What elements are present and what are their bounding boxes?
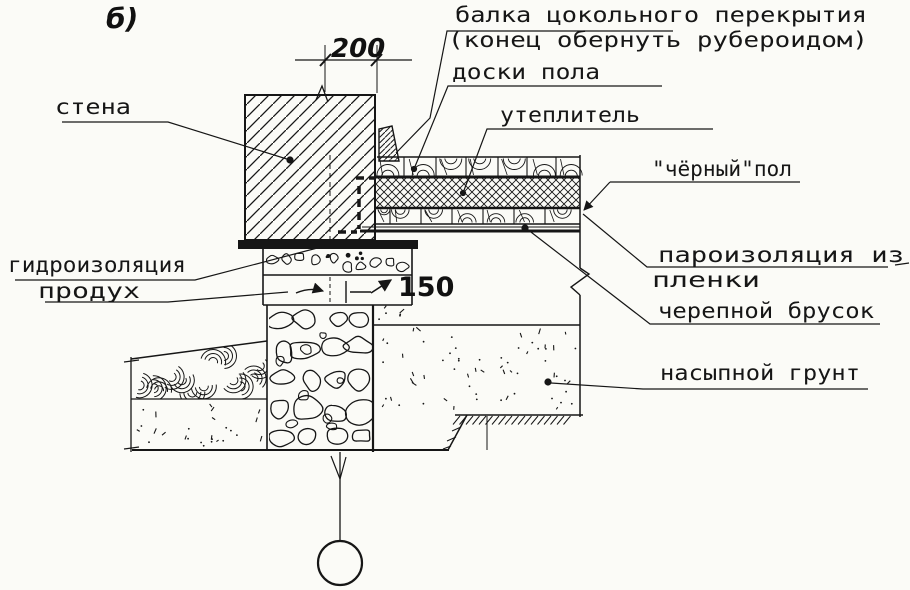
dim-150-text: 150 bbox=[398, 272, 454, 303]
label-doski-pola: доски пола bbox=[452, 60, 600, 84]
floor-boards-layer bbox=[376, 157, 583, 177]
insulation-layer bbox=[375, 178, 580, 208]
label-cherepnoy-brusok: черепной брусок bbox=[658, 299, 874, 323]
floor-assembly bbox=[360, 125, 583, 233]
vent-size-arrow bbox=[370, 279, 393, 294]
leader-doski bbox=[413, 85, 662, 170]
leader-cherepnoy bbox=[526, 228, 880, 325]
airflow-arrow bbox=[295, 282, 325, 294]
waterproofing-strip bbox=[238, 240, 418, 249]
skirting-wedge bbox=[378, 125, 400, 162]
label-produkh: продух bbox=[38, 279, 140, 303]
ground-surface-hatch bbox=[442, 415, 571, 450]
leader-balka bbox=[395, 30, 673, 154]
label-balka-line1: балка цокольного перекрытия bbox=[455, 3, 867, 27]
fill-soil-area bbox=[373, 305, 583, 451]
plinth-stone-band bbox=[266, 251, 410, 273]
dim-200-text: 200 bbox=[331, 34, 385, 64]
leader-paroizolyaciya bbox=[582, 213, 888, 268]
leader-uteplitel bbox=[462, 128, 713, 194]
label-paroizolyaciya-line2: пленки bbox=[652, 268, 760, 292]
left-ground-layers bbox=[123, 340, 268, 452]
leader-gidroizolyaciya bbox=[15, 245, 326, 281]
plinth-and-vent: 150 bbox=[238, 240, 454, 306]
callout-circle bbox=[316, 539, 364, 587]
leader-lines bbox=[15, 30, 910, 390]
detail-callout bbox=[316, 452, 364, 587]
subfloor-layer bbox=[377, 208, 572, 224]
leader-produkh bbox=[45, 291, 289, 303]
leader-nasypnoy bbox=[550, 382, 868, 390]
label-stena: стена bbox=[55, 95, 131, 119]
wall-section bbox=[244, 84, 376, 241]
label-cherny-pol: "чёрный"пол bbox=[652, 157, 792, 181]
label-paroizolyaciya-line1: пароизоляция из bbox=[658, 243, 904, 267]
label-uteplitel: утеплитель bbox=[500, 103, 640, 127]
figure-mark: б) bbox=[106, 2, 138, 35]
label-balka-line2: (конец обернуть рубероидом) bbox=[448, 28, 868, 52]
clay-layer bbox=[135, 343, 267, 399]
label-nasypnoy-grunt: насыпной грунт bbox=[660, 361, 860, 385]
beam-end-dashed-outline bbox=[329, 155, 374, 240]
rubble-foundation bbox=[132, 305, 449, 452]
dimension-200: 200 bbox=[295, 34, 412, 93]
label-gidroizolyaciya: гидроизоляция bbox=[8, 253, 186, 277]
sand-layer bbox=[136, 403, 263, 447]
leader-stena bbox=[62, 121, 291, 161]
section-break-border bbox=[569, 155, 591, 417]
